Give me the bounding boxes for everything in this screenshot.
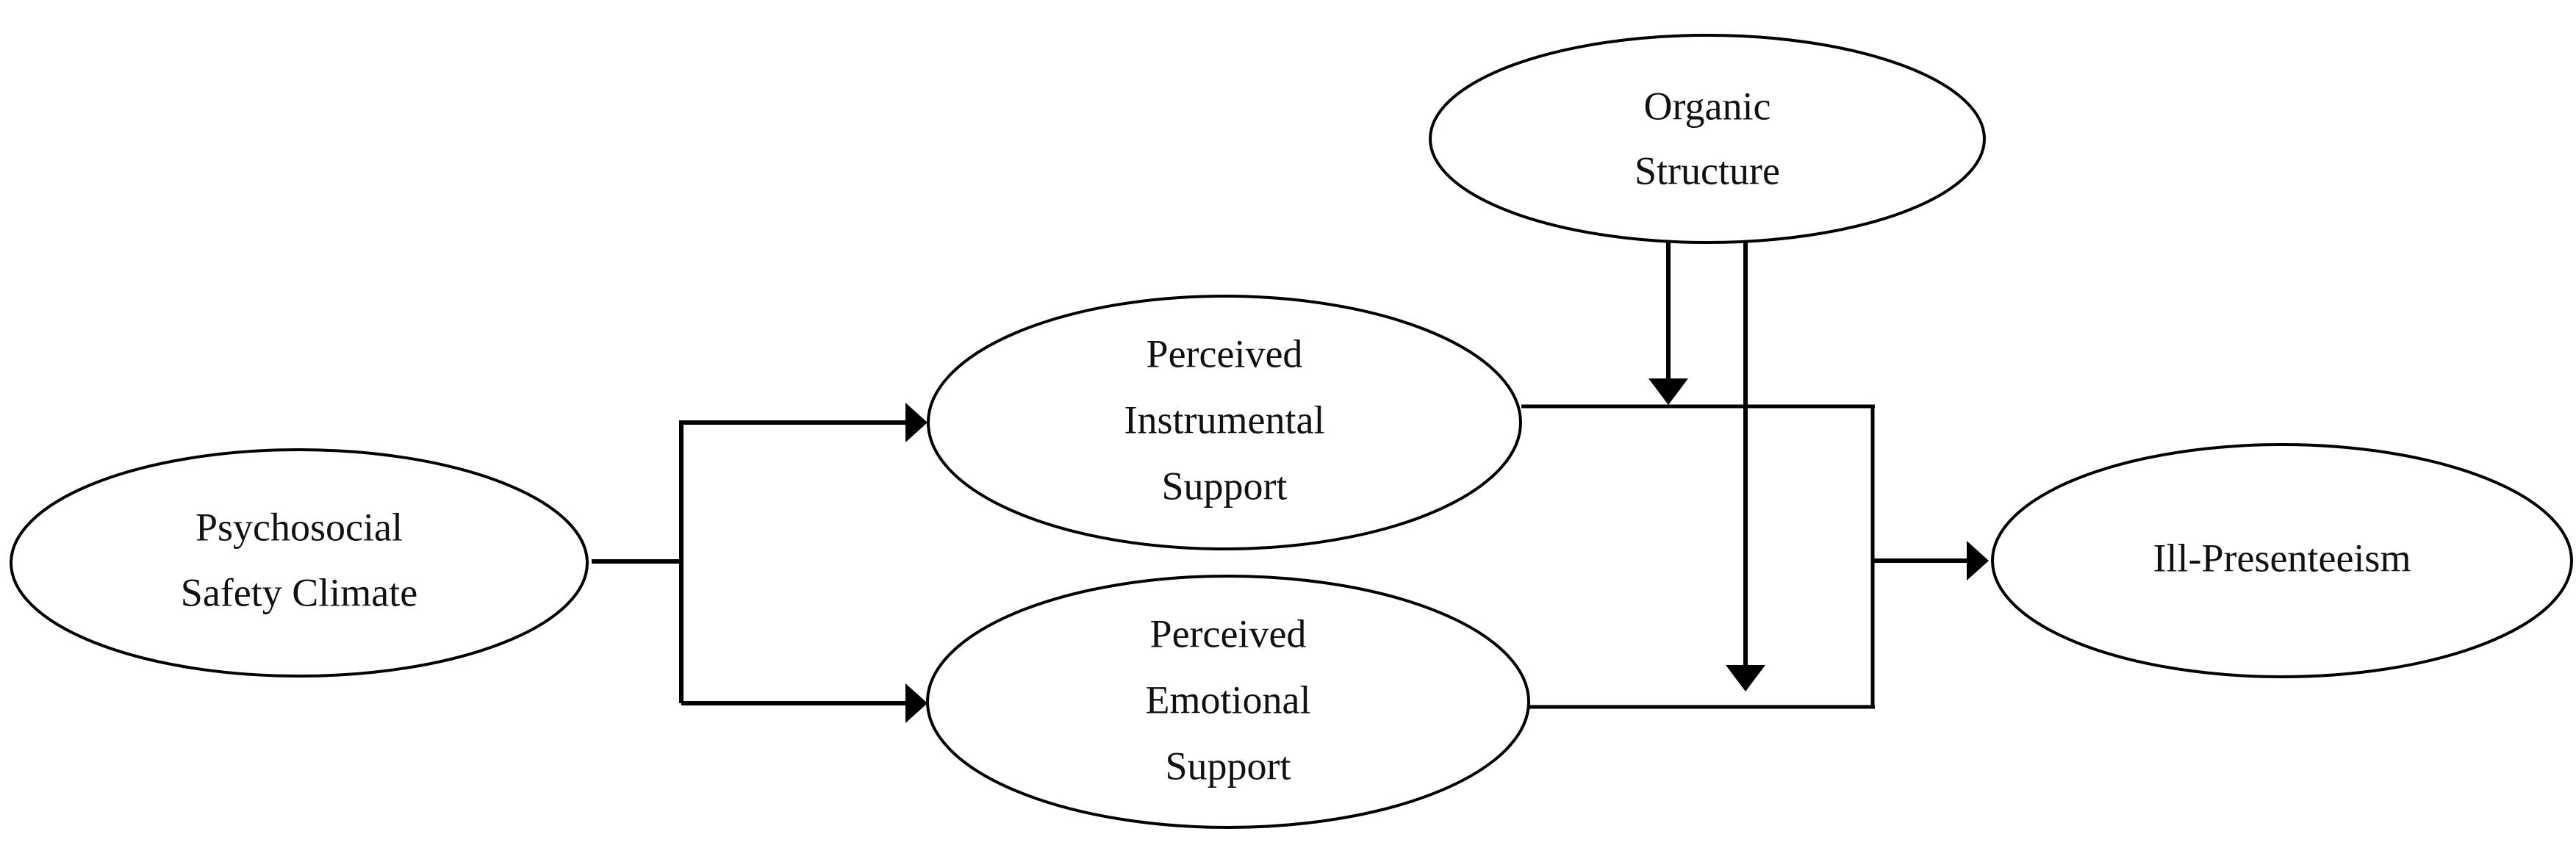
perceived-emotional-support-label-line1: Perceived <box>1150 611 1307 655</box>
node-psychosocial-safety-climate[interactable]: Psychosocial Safety Climate <box>10 448 589 678</box>
psychosocial-safety-climate-ellipse[interactable] <box>10 448 589 678</box>
perceived-emotional-support-ellipse[interactable] <box>926 575 1530 829</box>
perceived-instrumental-support-ellipse[interactable] <box>927 295 1522 550</box>
ill-presenteeism-ellipse[interactable] <box>1991 443 2573 678</box>
connector-organic-to-instrumental-path <box>1648 242 1688 405</box>
node-ill-presenteeism[interactable]: Ill-Presenteeism <box>1991 443 2573 678</box>
node-perceived-emotional-support[interactable]: Perceived Emotional Support <box>926 575 1530 829</box>
perceived-emotional-support-label-line3: Support <box>1165 744 1291 788</box>
connector-split-to-instrumental <box>681 403 928 442</box>
ill-presenteeism-label-line1: Ill-Presenteeism <box>2153 536 2411 580</box>
connector-merge-to-ill-presenteeism <box>1873 541 1989 581</box>
connector-split-to-emotional <box>681 683 928 723</box>
organic-structure-ellipse[interactable] <box>1429 34 1986 244</box>
psychosocial-safety-climate-label-line2: Safety Climate <box>181 570 417 614</box>
perceived-instrumental-support-label-line1: Perceived <box>1147 331 1303 376</box>
perceived-emotional-support-label-line2: Emotional <box>1146 678 1311 722</box>
psychosocial-safety-climate-label-line1: Psychosocial <box>195 505 403 549</box>
node-organic-structure[interactable]: Organic Structure <box>1429 34 1986 244</box>
organic-structure-label-line2: Structure <box>1635 148 1780 193</box>
perceived-instrumental-support-label-line2: Instrumental <box>1124 398 1325 442</box>
node-perceived-instrumental-support[interactable]: Perceived Instrumental Support <box>927 295 1522 550</box>
connector-organic-to-emotional-path <box>1726 242 1765 691</box>
organic-structure-label-line1: Organic <box>1644 84 1771 128</box>
perceived-instrumental-support-label-line3: Support <box>1161 464 1287 508</box>
